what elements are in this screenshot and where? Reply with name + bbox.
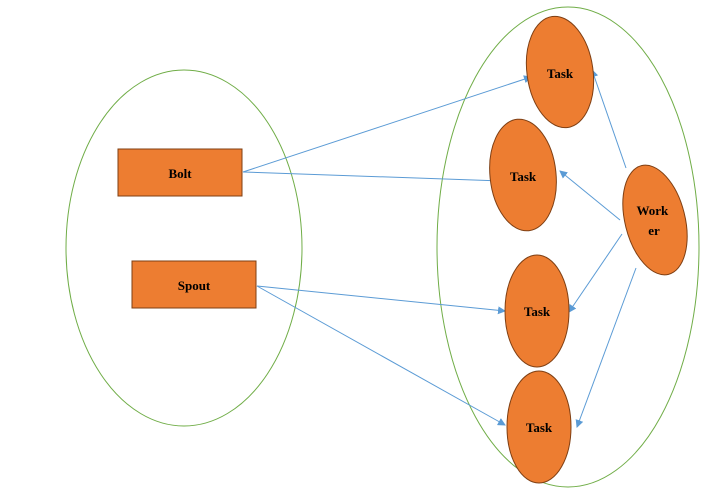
right-group-ellipse: [436, 6, 700, 488]
edge-bolt-task-2: [242, 171, 503, 185]
task-1-ellipse: [525, 15, 595, 129]
bolt-label: Bolt: [168, 166, 192, 181]
task-2-label: Task: [510, 169, 537, 184]
edge-worker-task-2: [559, 170, 621, 221]
edge-worker-task-4: [575, 267, 637, 428]
edge-worker-task-3: [568, 233, 623, 313]
worker-ellipse: [622, 164, 688, 276]
worker-label: Work er: [636, 203, 671, 238]
spout-box: [131, 260, 257, 309]
task-4-label: Task: [526, 420, 553, 435]
task-node-4[interactable]: Task: [506, 370, 572, 484]
task-node-1[interactable]: Task: [520, 12, 601, 132]
worker-node[interactable]: Work er: [612, 158, 697, 281]
spout-node[interactable]: Spout: [131, 260, 257, 309]
task-node-3[interactable]: Task: [504, 254, 570, 368]
task-node-2[interactable]: Task: [484, 116, 561, 234]
edges-layer: [242, 69, 637, 428]
task-1-label: Task: [547, 66, 574, 81]
bolt-box: [117, 148, 243, 197]
bolt-node[interactable]: Bolt: [117, 148, 243, 197]
left-group-ellipse: [65, 69, 303, 427]
task-4-ellipse: [506, 370, 572, 484]
spout-label: Spout: [178, 278, 211, 293]
edge-spout-task-4: [256, 285, 506, 426]
worker-label-line-1: Work: [636, 203, 669, 218]
task-2-ellipse: [489, 118, 557, 232]
worker-label-line-2: er: [648, 223, 660, 238]
edge-worker-task-1: [590, 69, 627, 169]
edge-bolt-task-1: [242, 75, 532, 173]
task-3-ellipse: [504, 254, 570, 368]
task-3-label: Task: [524, 304, 551, 319]
edge-spout-task-3: [256, 285, 506, 315]
